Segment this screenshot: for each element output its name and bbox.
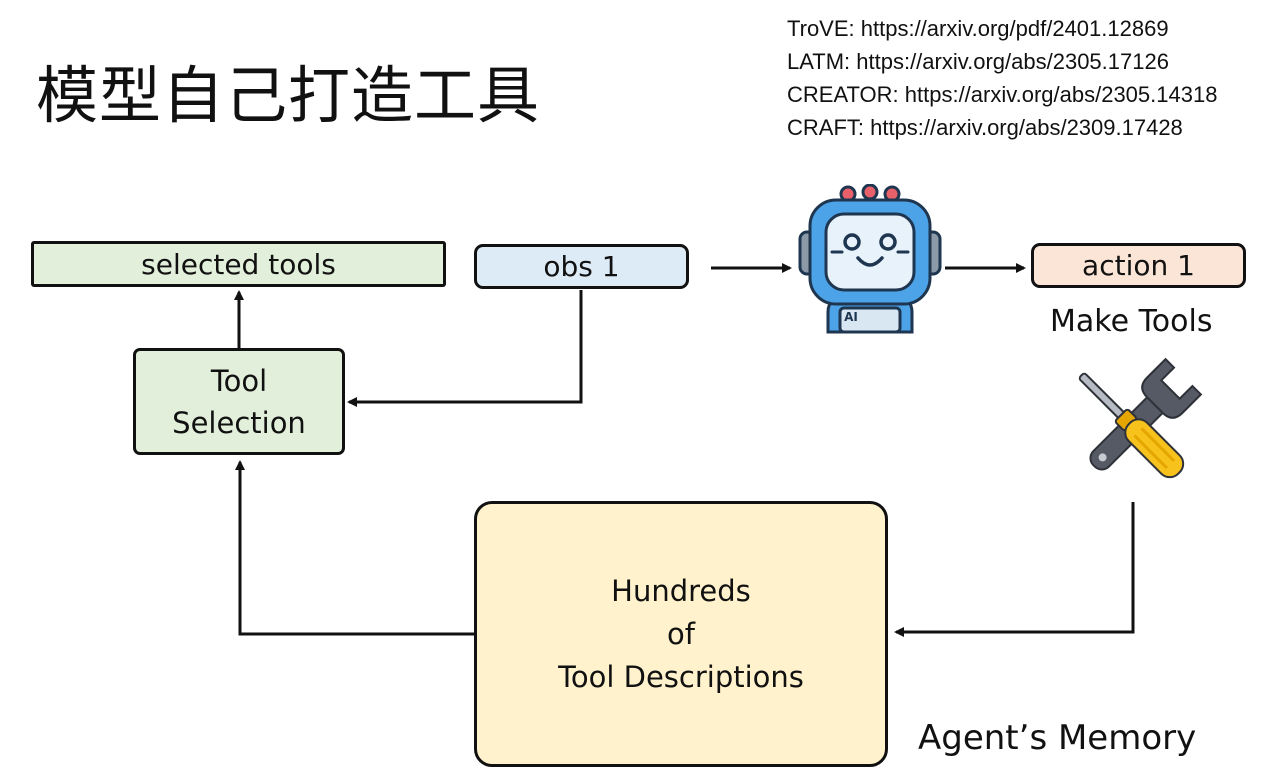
reference-trove: TroVE: https://arxiv.org/pdf/2401.12869: [787, 16, 1169, 41]
tool-selection-line-1: Tool: [210, 363, 268, 398]
tool-selection-box: Tool Selection: [133, 348, 345, 455]
memory-line-1: Hundreds: [611, 573, 751, 608]
action-box: action 1: [1031, 243, 1246, 288]
observation-label: obs 1: [543, 250, 620, 283]
reference-creator: CREATOR: https://arxiv.org/abs/2305.1431…: [787, 82, 1218, 107]
memory-line-3: Tool Descriptions: [558, 659, 804, 694]
robot-ai-badge: AI: [844, 310, 858, 324]
selected-tools-label: selected tools: [141, 247, 336, 281]
arrow-make-tools-to-memory: [894, 502, 1135, 637]
wrench-screwdriver-icon: [1078, 357, 1203, 479]
tool-descriptions-memory-box: Hundreds of Tool Descriptions: [474, 501, 888, 767]
arrow-obs-to-tool-selection: [347, 290, 583, 407]
arrow-memory-to-tool-selection: [235, 460, 474, 636]
make-tools-label: Make Tools: [1050, 304, 1213, 339]
reference-list: TroVE: https://arxiv.org/pdf/2401.12869 …: [787, 12, 1217, 144]
reference-latm: LATM: https://arxiv.org/abs/2305.17126: [787, 49, 1169, 74]
slide-title: 模型自己打造工具: [36, 59, 541, 132]
observation-box: obs 1: [474, 244, 689, 289]
memory-line-2: of: [667, 616, 695, 651]
tool-selection-line-2: Selection: [172, 405, 306, 440]
selected-tools-box: selected tools: [31, 241, 446, 287]
ai-robot-icon: [798, 184, 942, 334]
action-label: action 1: [1082, 249, 1195, 282]
reference-craft: CRAFT: https://arxiv.org/abs/2309.17428: [787, 115, 1183, 140]
agent-memory-label: Agent’s Memory: [918, 718, 1197, 758]
